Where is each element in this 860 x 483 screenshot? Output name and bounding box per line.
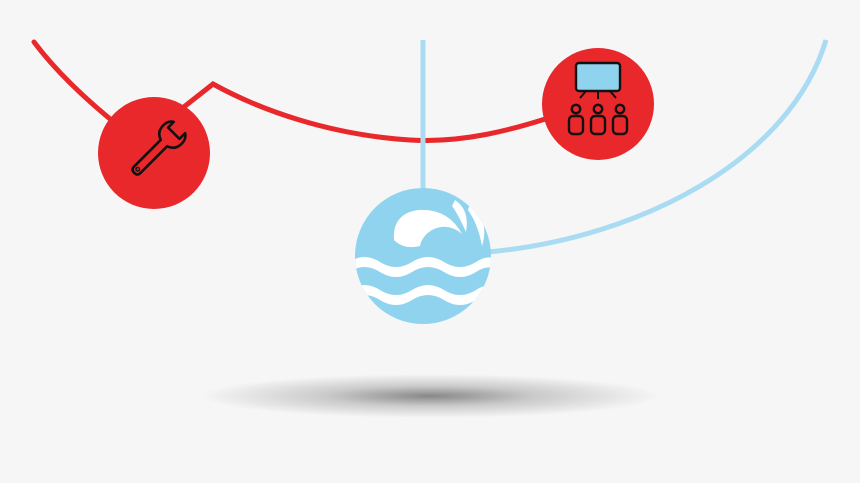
blue-curve-line <box>487 39 829 255</box>
wrench-node <box>98 97 210 209</box>
water-node-circle <box>355 188 491 324</box>
water-node <box>355 188 491 324</box>
ground-shadow <box>200 374 660 418</box>
wrench-icon <box>131 120 187 176</box>
presentation-audience-icon <box>567 61 629 136</box>
meeting-node <box>542 48 654 160</box>
wrench-node-circle <box>98 97 210 209</box>
water-waves-icon <box>355 200 491 305</box>
